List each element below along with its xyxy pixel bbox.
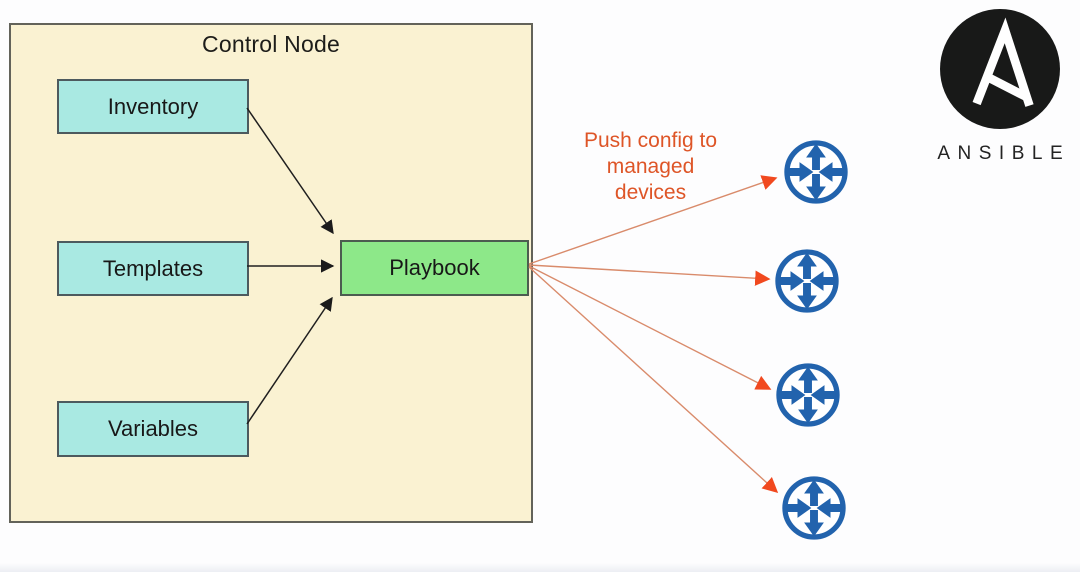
control-node-title: Control Node	[202, 31, 340, 57]
router-icon	[774, 248, 840, 314]
playbook-label: Playbook	[389, 255, 480, 280]
push-config-line-2: managed	[606, 155, 695, 178]
ansible-wordmark: ANSIBLE	[937, 143, 1071, 164]
push-config-line-1: Push config to	[583, 129, 718, 152]
variables-node: Variables	[57, 401, 249, 457]
arrow-playbook-to-device-3	[528, 265, 772, 390]
control-node-box: Control Node Inventory Templates Variabl…	[9, 23, 533, 523]
playbook-node: Playbook	[340, 240, 529, 296]
arrow-playbook-to-device-4	[528, 266, 779, 494]
bottom-edge-shade	[0, 563, 1080, 572]
variables-label: Variables	[107, 416, 199, 441]
router-icon	[781, 475, 847, 541]
inventory-node: Inventory	[57, 79, 249, 134]
router-icon	[775, 362, 841, 428]
arrow-playbook-to-device-2	[528, 264, 771, 286]
ansible-a-icon	[940, 9, 1060, 129]
push-config-label: Push config to managed devices	[563, 128, 738, 206]
inventory-label: Inventory	[107, 93, 199, 119]
router-icon	[783, 139, 849, 205]
ansible-logo: ANSIBLE	[920, 8, 1080, 165]
templates-label: Templates	[102, 255, 204, 281]
templates-node: Templates	[57, 241, 249, 296]
push-config-line-3: devices	[614, 181, 687, 204]
